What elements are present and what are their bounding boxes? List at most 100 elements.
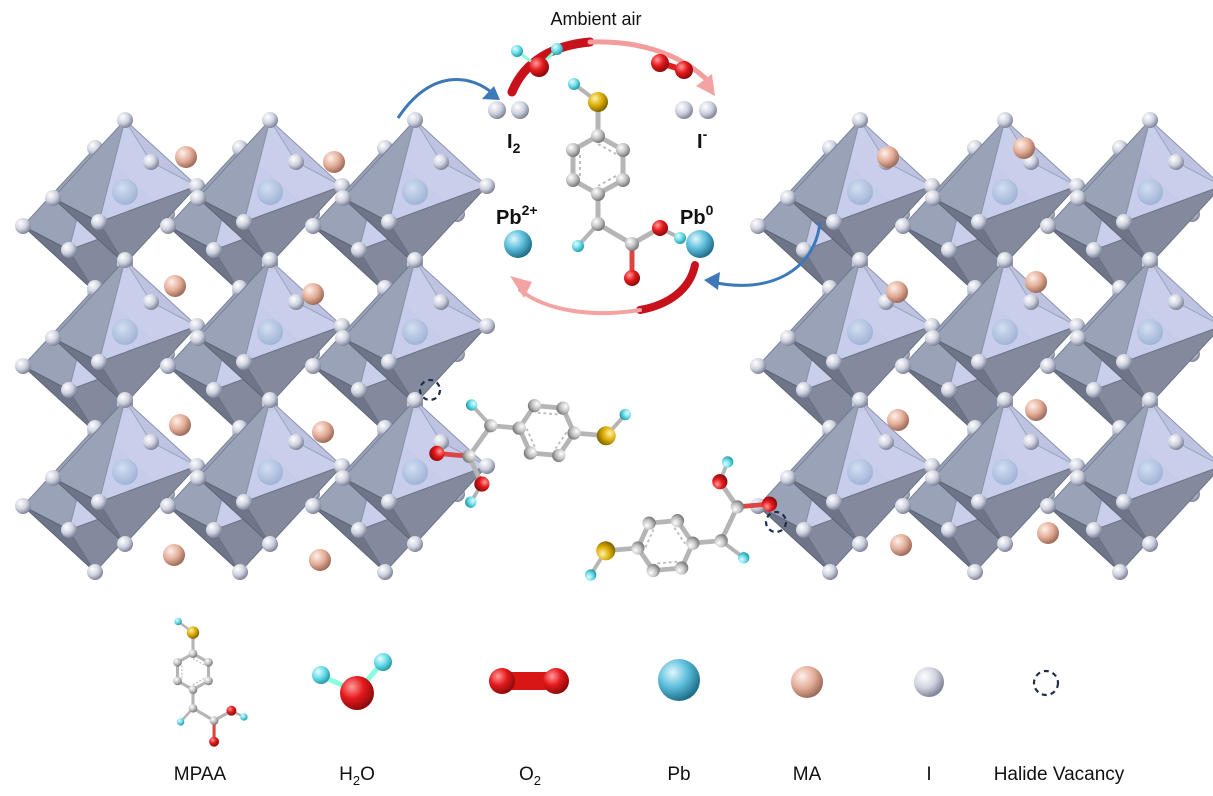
lattice-iodide-atom — [925, 470, 941, 486]
lattice-iodide-atom — [117, 112, 133, 128]
lattice-iodide-atom — [407, 112, 423, 128]
pbi6-octahedron — [45, 392, 205, 552]
lattice-iodide-atom — [1070, 190, 1086, 206]
lattice-iodide-atom — [1116, 214, 1132, 230]
lattice-iodide-atom — [288, 434, 304, 450]
lattice-iodide-atom — [780, 190, 796, 206]
lattice-iodide-atom — [160, 498, 176, 514]
i2-spheres — [488, 101, 529, 119]
ma-cation — [175, 146, 197, 168]
lattice-iodide-atom — [852, 112, 868, 128]
lattice-iodide-atom — [925, 330, 941, 346]
pbi6-octahedron — [925, 252, 1085, 412]
pbi6-octahedron — [925, 112, 1085, 272]
lattice-iodide-atom — [262, 252, 278, 268]
lattice-iodide-atom — [1086, 242, 1102, 258]
lattice-pb-atom — [257, 459, 283, 485]
lattice-iodide-atom — [262, 392, 278, 408]
lattice-pb-atom — [112, 179, 138, 205]
lattice-iodide-atom — [262, 112, 278, 128]
pb0-sphere — [686, 230, 714, 258]
lattice-iodide-atom — [351, 242, 367, 258]
ma-cation — [887, 409, 909, 431]
lattice-iodide-atom — [117, 536, 133, 552]
lattice-pb-atom — [847, 319, 873, 345]
lattice-iodide-atom — [377, 564, 393, 580]
legend-label-pb: Pb — [667, 764, 690, 785]
reaction-cycle: Ambient air I2 I- Pb2+ Pb0 — [396, 9, 822, 316]
lattice-iodide-atom — [236, 494, 252, 510]
ma-cation — [886, 281, 908, 303]
oxygen-atom — [226, 705, 237, 716]
ma-cation — [877, 146, 899, 168]
mpaa-molecule-center — [566, 78, 686, 286]
lattice-pb-atom — [257, 179, 283, 205]
ma-cation — [302, 283, 324, 305]
ma-cation — [169, 414, 191, 436]
lattice-iodide-atom — [433, 294, 449, 310]
legend: MPAA H2O O2 Pb MA I Halide Vacancy — [173, 617, 1125, 788]
ma-cation — [1025, 271, 1047, 293]
lattice-iodide-atom — [1168, 434, 1184, 450]
lattice-pb-atom — [112, 319, 138, 345]
legend-oxygen-icon — [489, 668, 569, 694]
legend-label-oxygen: O2 — [519, 764, 541, 788]
lattice-iodide-atom — [750, 358, 766, 374]
lattice-iodide-atom — [91, 214, 107, 230]
pb2-sphere — [504, 230, 532, 258]
lattice-iodide-atom — [822, 564, 838, 580]
lattice-iodide-atom — [381, 214, 397, 230]
lattice-iodide-atom — [143, 294, 159, 310]
lattice-iodide-atom — [1086, 522, 1102, 538]
lattice-iodide-atom — [1168, 154, 1184, 170]
lattice-iodide-atom — [15, 498, 31, 514]
lattice-iodide-atom — [941, 382, 957, 398]
lattice-iodide-atom — [750, 218, 766, 234]
lattice-iodide-atom — [160, 218, 176, 234]
ma-cation — [890, 534, 912, 556]
ma-cation — [1013, 137, 1035, 159]
legend-label-iodine: I — [926, 764, 931, 785]
lattice-iodide-atom — [305, 498, 321, 514]
pbi6-octahedron — [1070, 252, 1213, 412]
redox-arc-bottom-dark — [636, 261, 699, 314]
pbi6-octahedron — [45, 112, 205, 272]
lattice-iodide-atom — [1116, 354, 1132, 370]
redox-arc-bottom-light — [518, 288, 642, 316]
ma-cation — [164, 275, 186, 297]
lattice-iodide-atom — [407, 392, 423, 408]
lattice-pb-atom — [257, 319, 283, 345]
lattice-iodide-atom — [1070, 330, 1086, 346]
lattice-pb-atom — [847, 179, 873, 205]
redox-arc-top-dark — [507, 37, 595, 97]
ma-cation — [309, 549, 331, 571]
lattice-iodide-atom — [206, 382, 222, 398]
lattice-iodide-atom — [780, 330, 796, 346]
lattice-iodide-atom — [1040, 358, 1056, 374]
lattice-iodide-atom — [941, 522, 957, 538]
lattice-iodide-atom — [852, 252, 868, 268]
pbi6-octahedron — [190, 392, 350, 552]
iodide-spheres — [675, 101, 717, 119]
water-hydrogen — [551, 43, 563, 55]
lattice-iodide-atom — [190, 190, 206, 206]
lattice-pb-atom — [1137, 179, 1163, 205]
pbi6-octahedron — [925, 392, 1085, 552]
lattice-iodide-atom — [61, 242, 77, 258]
lattice-pb-atom — [402, 179, 428, 205]
lattice-iodide-atom — [1142, 112, 1158, 128]
lattice-iodide-atom — [15, 358, 31, 374]
oxygen-atom — [474, 476, 490, 492]
lattice-iodide-atom — [971, 494, 987, 510]
lattice-iodide-atom — [305, 358, 321, 374]
lattice-iodide-atom — [206, 522, 222, 538]
mpaa-molecule-bound-right — [585, 456, 778, 581]
lattice-iodide-atom — [796, 382, 812, 398]
oxygen-atom — [652, 220, 668, 236]
water-molecule-cycle — [511, 43, 563, 77]
ma-cation — [312, 421, 334, 443]
pbi6-octahedron — [190, 112, 350, 272]
perovskite-lattice-left — [15, 112, 495, 580]
oxygen-atom — [712, 474, 728, 490]
